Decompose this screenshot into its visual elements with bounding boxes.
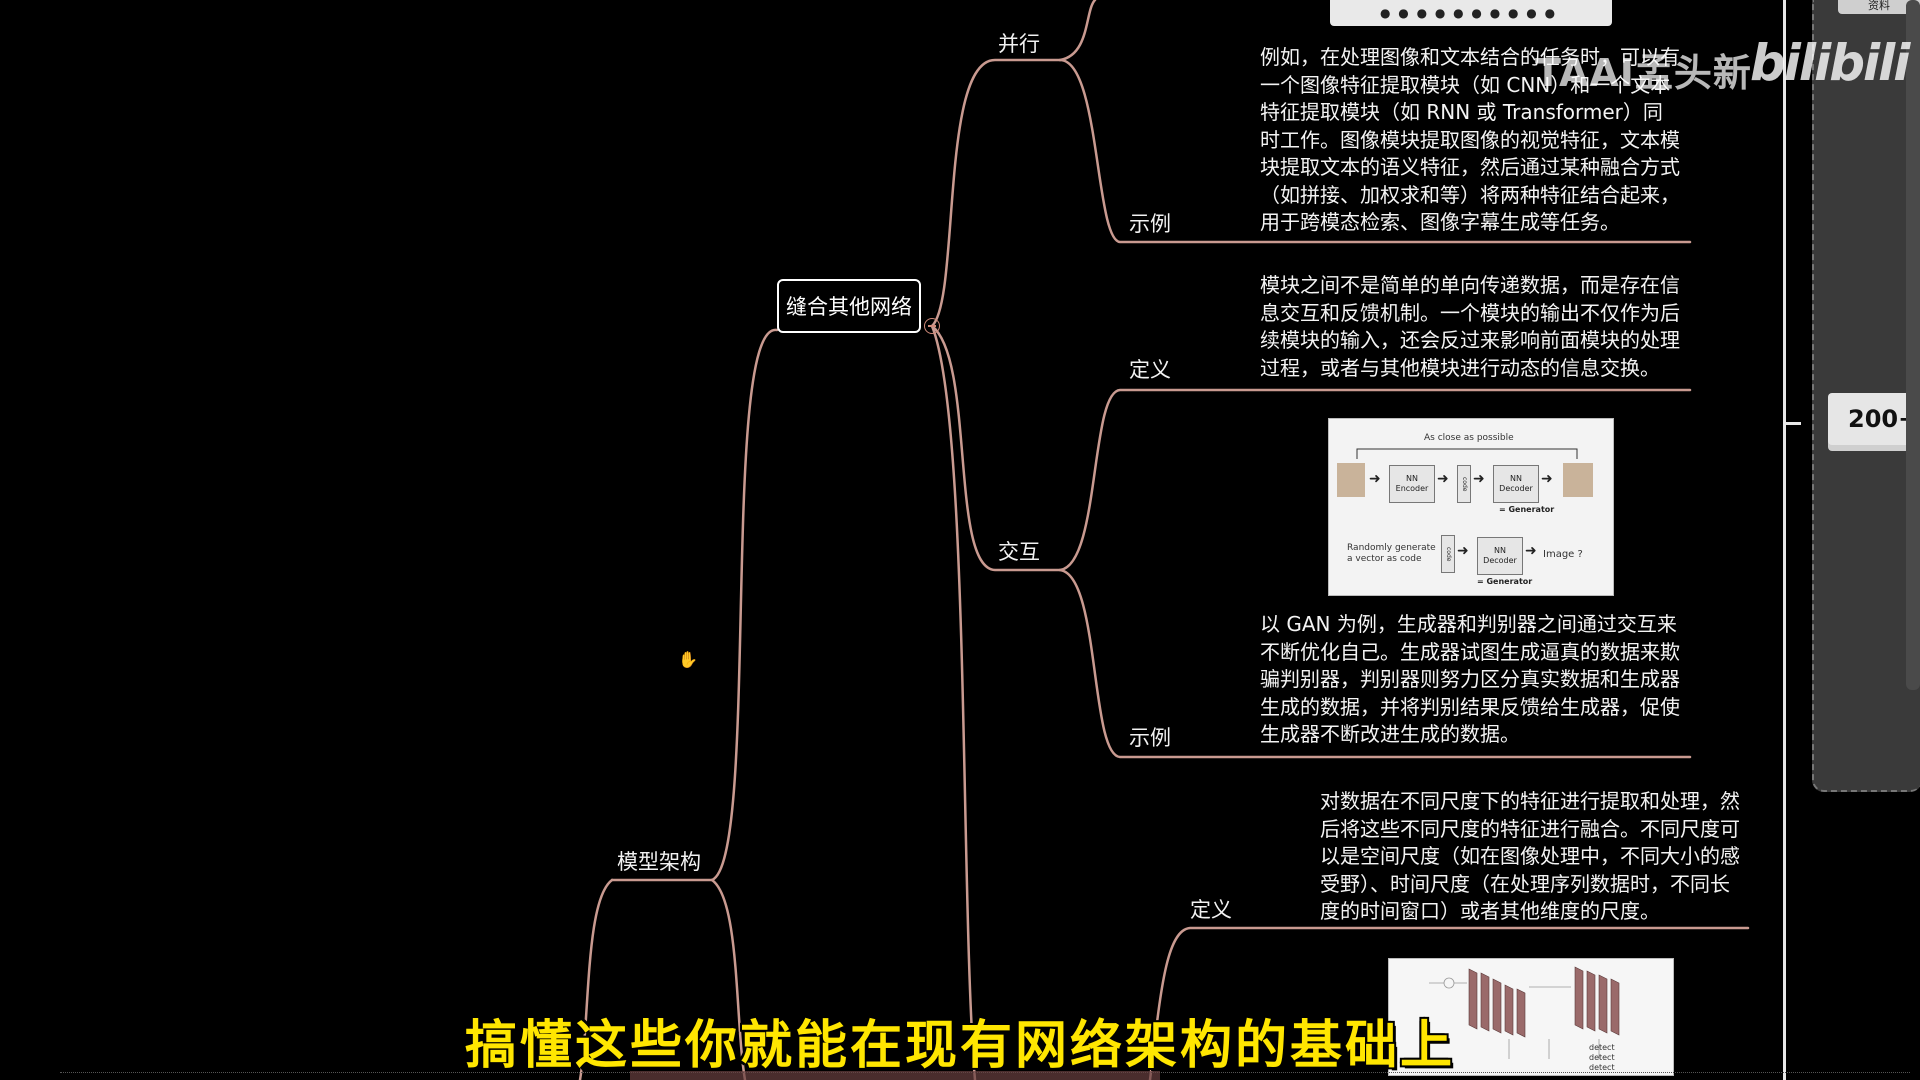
watermark-text: TAAI孟头新: [1535, 51, 1752, 95]
link-parallel-up: [1058, 0, 1097, 62]
arrow-icon: ➜: [1473, 471, 1485, 487]
multiscale-definition-label[interactable]: 定义: [1190, 898, 1232, 922]
top-partial-figure[interactable]: ● ● ● ● ● ● ● ● ● ●: [1330, 0, 1612, 26]
scroll-divider: [1783, 0, 1786, 1080]
link-parallel-example: [1058, 58, 1692, 244]
link-node-multiscale: [930, 324, 977, 1080]
link-node-interaction: [930, 324, 1062, 572]
link-root-node: [710, 328, 779, 882]
top-chip[interactable]: 资料: [1838, 0, 1920, 14]
interaction-definition-text[interactable]: 模块之间不是简单的单向传递数据，而是存在信息交互和反馈机制。一个模块的输出不仅作…: [1260, 273, 1680, 380]
decoder-box-2: NN Decoder: [1477, 537, 1523, 575]
decoder-box: NN Decoder: [1493, 465, 1539, 503]
top-figure-nodes: ● ● ● ● ● ● ● ● ● ●: [1380, 6, 1558, 20]
link-root-down-1: [578, 878, 614, 1080]
progress-segment: [630, 1071, 1160, 1080]
detect-label-3: detect: [1589, 1063, 1615, 1072]
encoder-box: NN Encoder: [1389, 465, 1435, 503]
figure-feedback-arrow: [1356, 448, 1578, 459]
link-interaction-example: [1058, 568, 1692, 759]
multiscale-definition-text[interactable]: 对数据在不同尺度下的特征进行提取和处理，然后将这些不同尺度的特征进行融合。不同尺…: [1320, 789, 1740, 923]
code-box-2: code: [1441, 535, 1455, 573]
link-root-down-2: [710, 878, 747, 1080]
parallel-example-label[interactable]: 示例: [1129, 212, 1171, 236]
gan-figure-image[interactable]: As close as possible ➜ NN Encoder ➜ code…: [1328, 418, 1614, 596]
node-label: 缝合其他网络: [786, 295, 912, 319]
output-image-thumbnail: [1563, 463, 1593, 497]
branch-parallel[interactable]: 并行: [998, 32, 1040, 56]
multiscale-network-diagram: [1429, 966, 1620, 1059]
link-interaction-definition: [1058, 388, 1692, 572]
parallel-example-text[interactable]: 例如，在处理图像和文本结合的任务时，可以有一个图像特征提取模块（如 CNN）和一…: [1260, 45, 1680, 234]
arrow-icon: ➜: [1541, 471, 1553, 487]
interaction-definition-label[interactable]: 定义: [1129, 358, 1171, 382]
random-generate-text: Randomly generate a vector as code: [1347, 543, 1436, 564]
divider-tick: [1783, 422, 1801, 425]
arrow-icon: ➜: [1457, 543, 1469, 559]
figure-caption-top: As close as possible: [1424, 433, 1514, 443]
link-node-parallel: [930, 58, 1062, 328]
hand-cursor-icon: ✋: [678, 650, 698, 669]
interaction-example-label[interactable]: 示例: [1129, 726, 1171, 750]
video-subtitle: 搞懂这些你就能在现有网络架构的基础上: [464, 1016, 1455, 1076]
interaction-example-text[interactable]: 以 GAN 为例，生成器和判别器之间通过交互来不断优化自己。生成器试图生成逼真的…: [1260, 612, 1680, 746]
collapse-toggle-icon[interactable]: [924, 318, 940, 334]
root-label[interactable]: 模型架构: [617, 850, 701, 874]
generator-label-2: = Generator: [1477, 577, 1533, 586]
input-image-thumbnail: [1337, 463, 1365, 497]
detect-label-1: detect: [1589, 1043, 1615, 1052]
selected-node[interactable]: 缝合其他网络: [777, 279, 921, 333]
arrow-icon: ➜: [1369, 471, 1381, 487]
link-multiscale-definition: [1148, 926, 1750, 1080]
detect-label-2: detect: [1589, 1053, 1615, 1062]
image-question-text: Image ?: [1543, 549, 1583, 560]
multiscale-figure-image[interactable]: detect detect detect: [1388, 958, 1674, 1076]
bilibili-logo: bilibili: [1750, 34, 1910, 92]
code-box: code: [1457, 465, 1471, 503]
arrow-icon: ➜: [1437, 471, 1449, 487]
branch-interaction[interactable]: 交互: [998, 540, 1040, 564]
arrow-icon: ➜: [1525, 543, 1537, 559]
scrollbar-thumb[interactable]: [1906, 0, 1920, 690]
generator-label: = Generator: [1499, 505, 1555, 514]
